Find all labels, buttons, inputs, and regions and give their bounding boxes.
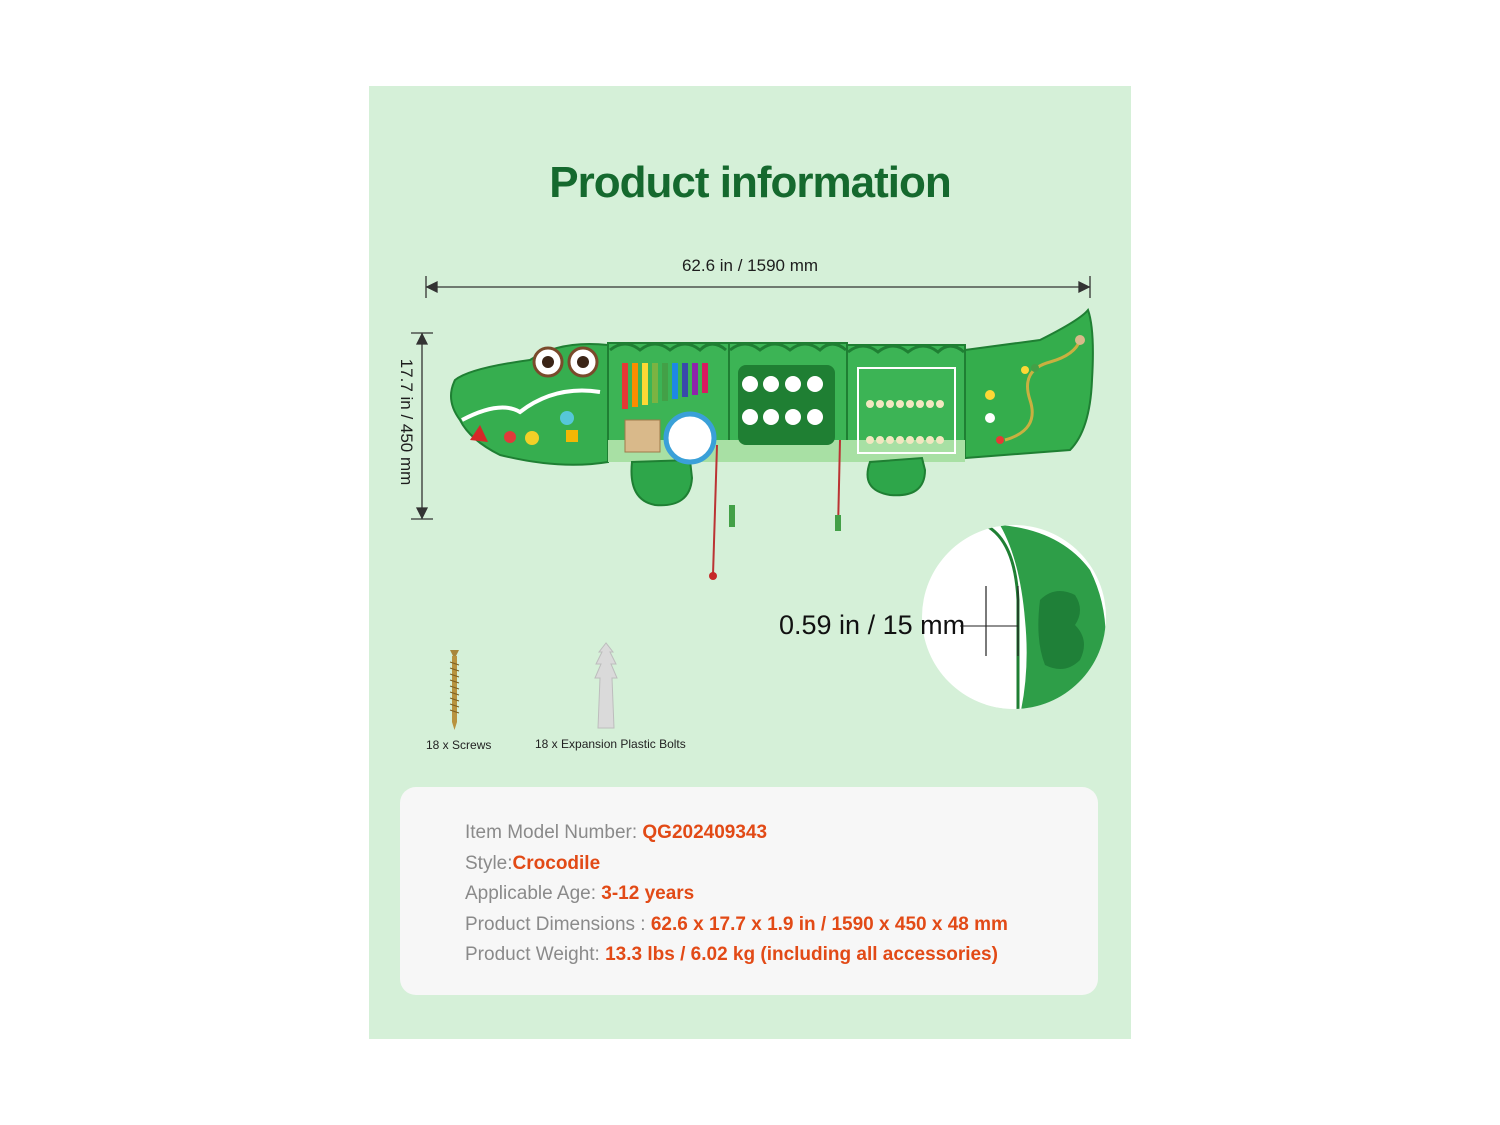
spec-label: Product Dimensions : [465, 914, 646, 935]
height-dimension-label: 17.7 in / 450 mm [397, 358, 416, 486]
width-dimension-arrow [425, 276, 1091, 298]
screws-label: 18 x Screws [426, 738, 492, 752]
spec-label: Item Model Number: [465, 822, 638, 843]
screw-icon [449, 650, 460, 730]
spec-value: 3-12 years [601, 883, 695, 904]
crocodile-busy-board [450, 307, 1094, 580]
spec-style: Style:Crocodile [465, 853, 600, 875]
spec-label: Product Weight: [465, 944, 600, 965]
spec-model-number: Item Model Number: QG202409343 [465, 822, 767, 844]
product-specs-card: Item Model Number: QG202409343 Style:Cro… [400, 787, 1098, 995]
spec-value: 62.6 x 17.7 x 1.9 in / 1590 x 450 x 48 m… [650, 914, 1008, 935]
expansion-bolt-icon [594, 642, 618, 729]
spec-value: 13.3 lbs / 6.02 kg (including all access… [605, 944, 998, 965]
spec-value: Crocodile [512, 853, 601, 874]
thickness-label: 0.59 in / 15 mm [779, 610, 966, 640]
xylophone-module [622, 363, 708, 409]
page-title: Product information [549, 158, 951, 207]
spec-applicable-age: Applicable Age: 3-12 years [465, 883, 694, 905]
thickness-detail-magnifier [922, 525, 1106, 709]
bolts-label: 18 x Expansion Plastic Bolts [535, 737, 686, 751]
width-dimension-label: 62.6 in / 1590 mm [681, 256, 819, 275]
height-dimension-arrow [411, 332, 433, 520]
spec-product-dimensions: Product Dimensions : 62.6 x 17.7 x 1.9 i… [465, 914, 1008, 936]
spec-label: Applicable Age: [465, 883, 596, 904]
spec-product-weight: Product Weight: 13.3 lbs / 6.02 kg (incl… [465, 944, 998, 966]
spec-label: Style: [465, 853, 513, 874]
spec-value: QG202409343 [642, 822, 768, 843]
